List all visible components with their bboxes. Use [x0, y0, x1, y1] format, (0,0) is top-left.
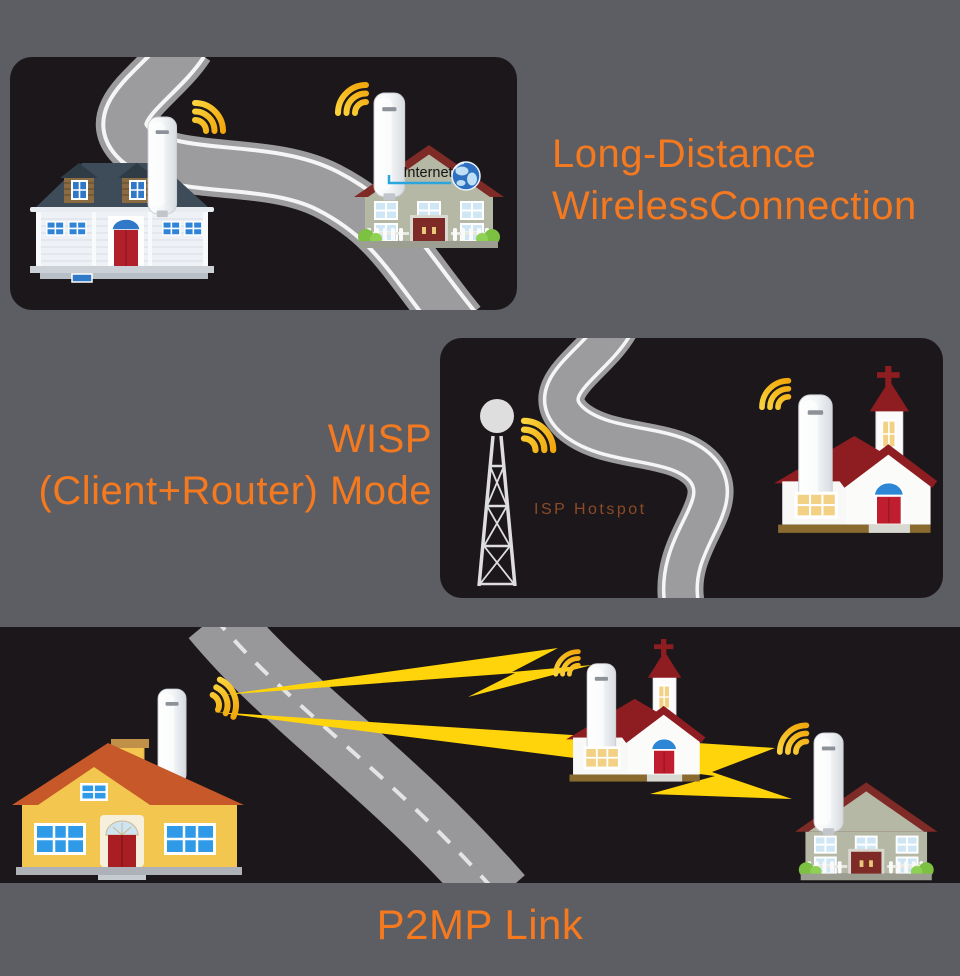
yellow-house-with-cpe	[12, 677, 244, 880]
globe-icon	[451, 161, 481, 191]
gray-house-with-cpe	[774, 720, 937, 880]
p2mp-panel	[0, 627, 960, 883]
church-with-cpe	[551, 639, 703, 782]
long-distance-title: Long-Distance WirelessConnection	[552, 132, 917, 228]
internet-cable	[387, 175, 451, 185]
p2mp-link-title: P2MP Link	[376, 901, 584, 948]
church-with-cpe	[757, 366, 935, 533]
wisp-panel: ISP Hotspot	[440, 338, 943, 598]
internet-label: Internet	[403, 165, 452, 181]
scene-long-distance: Internet	[10, 57, 517, 310]
lightning-bolt-upper	[222, 648, 592, 697]
isp-tower	[477, 397, 517, 588]
scene-wisp: ISP Hotspot	[477, 338, 943, 598]
scene-p2mp	[0, 627, 960, 883]
long-distance-panel: Internet	[10, 57, 517, 310]
wisp-mode-title: WISP (Client+Router) Mode	[38, 417, 432, 513]
winding-road	[561, 338, 710, 598]
isp-hotspot-label: ISP Hotspot	[534, 501, 647, 518]
